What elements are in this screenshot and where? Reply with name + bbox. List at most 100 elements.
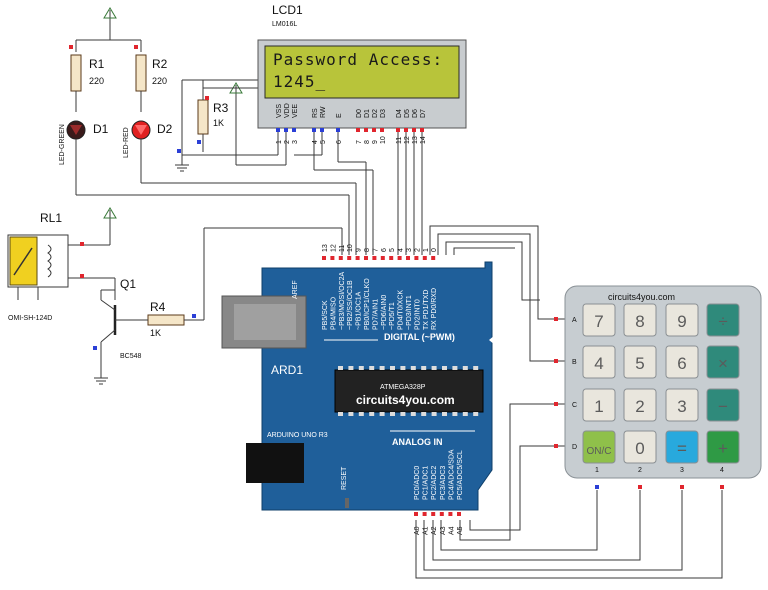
- keypad-key[interactable]: 3: [665, 388, 699, 422]
- keypad-key[interactable]: 1: [582, 388, 616, 422]
- keypad-row-pin[interactable]: [554, 359, 558, 363]
- chip-pin: [431, 366, 437, 370]
- keypad-col-pin[interactable]: [638, 485, 642, 489]
- resistor-r4[interactable]: R4 1K: [137, 227, 343, 338]
- digital-pin[interactable]: [338, 256, 343, 260]
- keypad-key[interactable]: 2: [623, 388, 657, 422]
- chip-pin: [348, 412, 354, 416]
- digital-pin[interactable]: [347, 256, 352, 260]
- resistor-r3[interactable]: R3 1K: [197, 80, 229, 152]
- keypad-key-label: ÷: [718, 312, 727, 331]
- keypad-col-pin[interactable]: [595, 485, 599, 489]
- lcd-pin[interactable]: [292, 128, 296, 132]
- lcd-pin[interactable]: [364, 128, 368, 132]
- analog-pin[interactable]: [457, 512, 461, 516]
- chip-pin: [442, 366, 447, 370]
- digital-label: DIGITAL (~PWM): [384, 332, 455, 342]
- chip-pin: [369, 366, 375, 370]
- digital-pin-name: ~PD5/T1: [389, 302, 396, 330]
- keypad-row-pin[interactable]: [554, 402, 558, 406]
- lcd-pin[interactable]: [336, 128, 340, 132]
- lcd-pin-label: D1: [364, 109, 371, 118]
- digital-pin[interactable]: [422, 256, 427, 260]
- lcd-pin-number: 8: [364, 140, 371, 144]
- lcd-pin[interactable]: [396, 128, 400, 132]
- lcd-pin[interactable]: [404, 128, 408, 132]
- digital-pin[interactable]: [355, 256, 360, 260]
- digital-pin-number: 13: [322, 244, 329, 252]
- keypad-key[interactable]: ON/C: [582, 430, 616, 464]
- analog-pin[interactable]: [414, 512, 418, 516]
- digital-pin[interactable]: [380, 256, 385, 260]
- keypad-key[interactable]: 9: [665, 303, 699, 337]
- digital-pin[interactable]: [414, 256, 419, 260]
- lcd-display[interactable]: LCD1 LM016L Password Access: 1245_ VSS1V…: [257, 3, 467, 144]
- lcd-pin[interactable]: [320, 128, 324, 132]
- chip-pin: [473, 366, 479, 370]
- chip-pins-top: [338, 366, 479, 370]
- led-green-d1[interactable]: D1 LED-GREEN: [59, 120, 109, 195]
- keypad-col-label: 1: [595, 467, 599, 474]
- keypad-key[interactable]: 5: [623, 345, 657, 379]
- keypad-key[interactable]: −: [706, 388, 740, 422]
- led-red-d2[interactable]: D2 LED-RED: [123, 120, 173, 183]
- lcd-pin[interactable]: [420, 128, 424, 132]
- keypad-key[interactable]: ÷: [706, 303, 740, 337]
- chip-pin: [421, 412, 427, 416]
- lcd-pin[interactable]: [372, 128, 376, 132]
- keypad-key[interactable]: +: [706, 430, 740, 464]
- keypad-row-pin[interactable]: [554, 444, 558, 448]
- digital-pin[interactable]: [389, 256, 394, 260]
- digital-pin[interactable]: [431, 256, 436, 260]
- digital-pin[interactable]: [330, 256, 335, 260]
- keypad-col-pin[interactable]: [720, 485, 724, 489]
- d1-type: LED-GREEN: [59, 124, 66, 165]
- digital-pin[interactable]: [322, 256, 326, 260]
- keypad-key[interactable]: 7: [582, 303, 616, 337]
- chip-pin: [390, 366, 395, 370]
- digital-pin-number: 7: [372, 248, 379, 252]
- digital-pin[interactable]: [397, 256, 402, 260]
- keypad-col-pin[interactable]: [680, 485, 684, 489]
- lcd-pin-label: E: [336, 113, 343, 118]
- lcd-pin-label: D6: [412, 109, 419, 118]
- keypad-key[interactable]: ×: [706, 345, 740, 379]
- lcd-pin[interactable]: [284, 128, 288, 132]
- keypad-row-pin[interactable]: [554, 317, 558, 321]
- digital-pin[interactable]: [372, 256, 377, 260]
- analog-pin[interactable]: [448, 512, 453, 516]
- lcd-model: LM016L: [272, 21, 297, 28]
- relay-rl1[interactable]: RL1 OMI-SH-124D: [7, 211, 116, 322]
- r2-value: 220: [152, 76, 167, 86]
- resistor-r2[interactable]: R2 220: [134, 45, 168, 112]
- lcd-pin[interactable]: [276, 128, 280, 132]
- keypad-key[interactable]: 6: [665, 345, 699, 379]
- keypad-key[interactable]: 8: [623, 303, 657, 337]
- analog-pin[interactable]: [422, 512, 427, 516]
- resistor-r1[interactable]: R1 220: [69, 45, 105, 112]
- keypad-key[interactable]: 0: [623, 430, 657, 464]
- lcd-pin-label: D4: [396, 109, 403, 118]
- digital-pin-number: 8: [364, 248, 371, 252]
- transistor-q1[interactable]: Q1 BC548: [93, 277, 142, 378]
- arduino-board[interactable]: ARD1 ARDUINO UNO R3 AREF RESET DIGITAL (…: [221, 244, 495, 535]
- analog-pin[interactable]: [431, 512, 436, 516]
- digital-pin[interactable]: [364, 256, 368, 260]
- lcd-pin-label: RS: [312, 108, 319, 118]
- analog-pin[interactable]: [439, 512, 444, 516]
- keypad-key-label: 7: [594, 312, 603, 331]
- relay-ref: RL1: [40, 211, 62, 225]
- lcd-pin[interactable]: [412, 128, 416, 132]
- lcd-pin[interactable]: [380, 128, 384, 132]
- lcd-pin[interactable]: [312, 128, 316, 132]
- keypad-key[interactable]: 4: [582, 345, 616, 379]
- digital-pin[interactable]: [406, 256, 410, 260]
- lcd-pin-number: 5: [320, 140, 327, 144]
- analog-pin-label: A2: [431, 526, 438, 535]
- keypad-key[interactable]: =: [665, 430, 699, 464]
- chip-pin: [442, 412, 447, 416]
- lcd-pin[interactable]: [356, 128, 360, 132]
- reset-pin[interactable]: [345, 498, 349, 508]
